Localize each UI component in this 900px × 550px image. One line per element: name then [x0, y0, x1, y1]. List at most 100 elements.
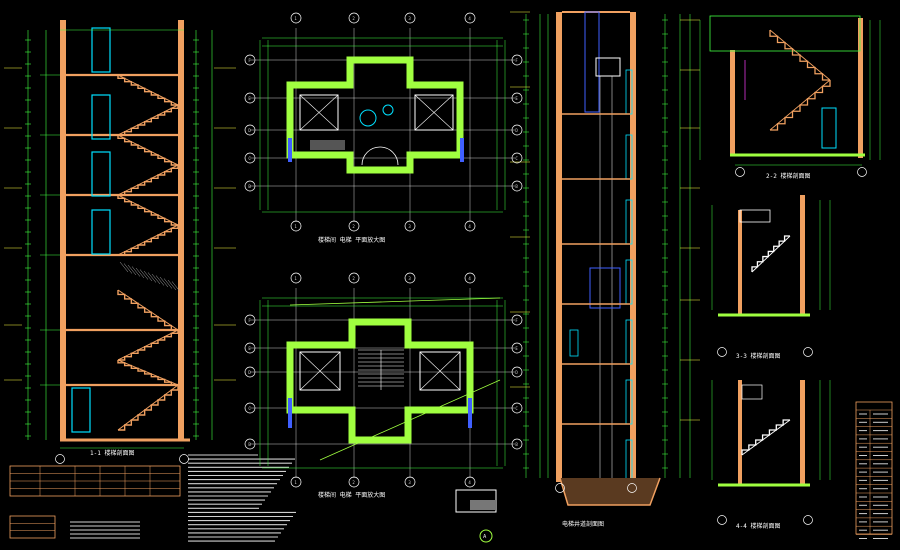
- axis-bubble: [244, 124, 256, 136]
- stair-detail-mid-panel: 3-3 楼梯剖面图: [711, 195, 831, 360]
- design-notes-block: [70, 454, 296, 542]
- window-opening: [91, 94, 111, 140]
- axis-bubble-label: F: [515, 58, 518, 63]
- ramp-hatch: [135, 267, 145, 279]
- glazing-left: [288, 138, 292, 162]
- axis-bubble-label: F: [515, 318, 518, 323]
- axis-bubble-label: 2: [352, 224, 355, 229]
- axis-bubble-label: 4: [468, 480, 471, 485]
- stair-stringer: [769, 29, 831, 81]
- axis-bubble-label: D: [248, 128, 251, 133]
- level-schedule-table: [855, 401, 893, 539]
- stair-flights: [699, 20, 881, 166]
- glazing-left: [288, 398, 292, 428]
- elevator-dimension-lines: [510, 11, 700, 478]
- door-opening: [71, 387, 91, 433]
- axis-bubble-label: F: [248, 318, 251, 323]
- axis-bubble: [464, 12, 476, 24]
- axis-bubble-label: B: [515, 184, 518, 189]
- stair-flight: [118, 330, 179, 361]
- axis-bubble-label: 3: [408, 276, 411, 281]
- ramp-hatch: [127, 264, 137, 276]
- axis-bubble: [735, 167, 745, 177]
- stair-detail-top-title: 2-2 楼梯剖面图: [766, 172, 810, 180]
- axis-bubble-label: C: [248, 156, 251, 161]
- axis-bubble: [244, 314, 256, 326]
- axis-bubble: [511, 152, 523, 164]
- elevator-car-right: [419, 351, 461, 391]
- stair-stringer: [117, 194, 179, 226]
- detail-box: [741, 384, 763, 400]
- axis-bubble-label: 3: [408, 480, 411, 485]
- axis-bubble-label: E: [515, 96, 518, 101]
- axis-bubble: [803, 515, 813, 525]
- stair-stringer: [117, 104, 179, 136]
- axis-bubble-label: 2: [352, 16, 355, 21]
- elevator-section-panel: 电梯井道剖面图: [510, 11, 700, 528]
- axis-bubble: [857, 167, 867, 177]
- stair-wall-left: [60, 20, 66, 440]
- axis-bubble: [717, 347, 727, 357]
- axis-bubble: [511, 124, 523, 136]
- openings: [71, 27, 111, 433]
- axis-bubble-label: 2: [352, 480, 355, 485]
- stair-flight: [118, 165, 179, 196]
- door-opening: [821, 107, 837, 149]
- elevator-pit: [559, 477, 661, 506]
- elevator-section-title: 电梯井道剖面图: [562, 520, 604, 528]
- stair-flight: [741, 419, 790, 455]
- boundary-line: [289, 297, 501, 306]
- axis-bubble: [404, 12, 416, 24]
- plan-upper-title: 楼梯间 电梯 平面放大图: [318, 236, 385, 244]
- axis-bubble: [244, 152, 256, 164]
- axis-bubble-label: C: [248, 406, 251, 411]
- axis-bubble: [511, 402, 523, 414]
- axis-bubble-label: D: [515, 128, 518, 133]
- stair-stringer: [769, 79, 831, 131]
- axis-bubble: [511, 314, 523, 326]
- axis-bubble-label: D: [515, 370, 518, 375]
- axis-bubble: [511, 92, 523, 104]
- stair-detail-top-panel: 2-2 楼梯剖面图: [699, 15, 881, 180]
- axis-bubble: [290, 272, 302, 284]
- shaft-wall-left: [556, 12, 562, 482]
- axis-bubble: [511, 342, 523, 354]
- axis-bubble-label: 2: [352, 276, 355, 281]
- axis-bubble: [627, 483, 637, 493]
- stair-treads: [358, 349, 404, 390]
- glazing-right: [468, 398, 472, 428]
- axis-bubble-label: C: [515, 156, 518, 161]
- window-opening: [91, 209, 111, 255]
- axis-bubble: [464, 220, 476, 232]
- elevator-car-right: [414, 94, 454, 131]
- stair-stringer: [117, 224, 179, 256]
- ramp-hatch: [119, 261, 129, 273]
- axis-bubble: [511, 438, 523, 450]
- axis-bubble-label: 1: [294, 16, 297, 21]
- elevator-car-left: [299, 94, 339, 131]
- axis-bubble: [555, 483, 565, 493]
- axis-bubble: [511, 54, 523, 66]
- axis-bubble: [348, 12, 360, 24]
- traction-machine: [595, 57, 621, 77]
- axis-bubble: [404, 476, 416, 488]
- stair-stringer: [117, 329, 179, 361]
- ramp-hatch: [155, 275, 165, 286]
- dimension-lines: [4, 29, 236, 449]
- stair-stringer: [751, 235, 791, 273]
- axis-bubble: [244, 342, 256, 354]
- landing-door: [569, 329, 579, 357]
- detail-marker-circle: [479, 529, 493, 543]
- axis-bubble-label: B: [248, 442, 251, 447]
- stair-flight: [117, 290, 178, 331]
- door-swing: [379, 146, 399, 166]
- axis-bubble-label: E: [248, 346, 251, 351]
- ramp-hatch: [131, 266, 141, 277]
- detail-marker-label: A: [483, 534, 487, 540]
- axis-bubble: [717, 515, 727, 525]
- axis-bubble-label: B: [515, 442, 518, 447]
- axis-bubble: [244, 366, 256, 378]
- axis-bubble: [55, 454, 65, 464]
